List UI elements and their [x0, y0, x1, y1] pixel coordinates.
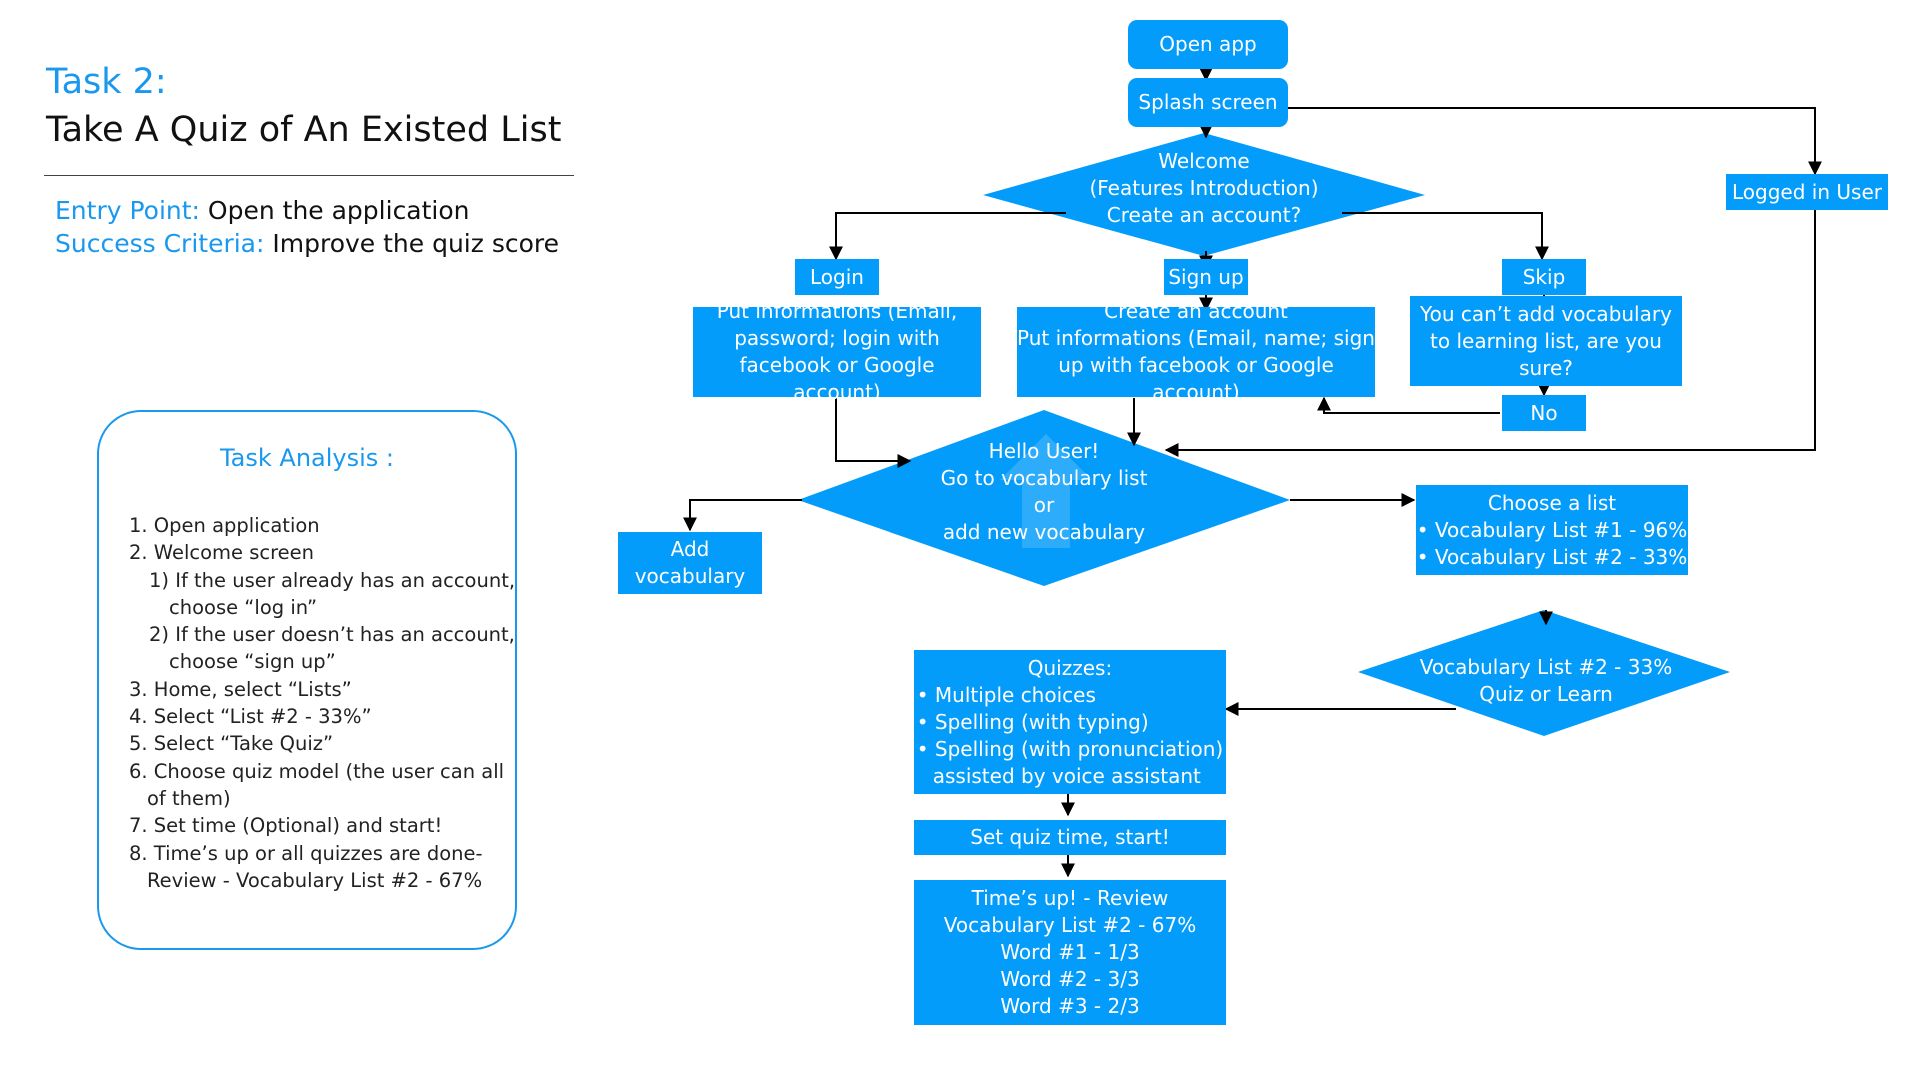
step-line: 2. Welcome screen [129, 541, 315, 565]
node-label: Quizzes: • Multiple choices • Spelling (… [917, 655, 1224, 790]
task-number: Task 2: [46, 62, 167, 102]
node-label: Hello User! [988, 439, 1100, 463]
node-label: • Vocabulary List #1 - 96% [1416, 517, 1688, 542]
no-node: No [1502, 395, 1586, 431]
node-label: Quizzes: [1027, 655, 1113, 680]
hello-diamond [798, 410, 1290, 586]
node-label: Go to vocabulary list [940, 466, 1148, 490]
arrow-hello-add [683, 499, 802, 532]
signup-info-node: Create an account Put informations (Emai… [1017, 299, 1375, 404]
skip-warning-node: You can’t add vocabulary to learning lis… [1410, 296, 1682, 386]
step-line: 6. Choose quiz model (the user can all [129, 759, 505, 783]
node-label: Choose a list [1487, 490, 1617, 515]
signup-node: Sign up [1164, 259, 1248, 295]
node-label: Logged in User [1732, 179, 1882, 204]
node-label: You can’t add vocabulary [1420, 301, 1672, 326]
step-line: Review - Vocabulary List #2 - 67% [147, 868, 483, 892]
node-label: • Spelling (with typing) [916, 709, 1149, 734]
step-line: 1. Open application [129, 514, 320, 537]
welcome-diamond [983, 133, 1425, 256]
step-line: choose “sign up” [169, 650, 336, 674]
hello-user-text: Hello User! Go to vocabulary list or add… [844, 438, 1244, 546]
step-line: 7. Set time (Optional) and start! [129, 814, 443, 838]
logged-in-user-node: Logged in User [1726, 174, 1888, 210]
success-criteria: Success Criteria: Improve the quiz score [55, 229, 559, 258]
arrow-login-hello [835, 395, 912, 468]
node-label: Add [670, 537, 710, 561]
welcome-text: Welcome (Features Introduction) Create a… [1004, 148, 1404, 229]
node-label: Put informations (Email, [716, 299, 958, 323]
entry-point-value: Open the application [207, 196, 470, 225]
node-label: up with facebook or Google account) [1058, 353, 1334, 404]
task-analysis-title: Task Analysis : [219, 444, 395, 472]
node-label: to learning list, are you [1430, 328, 1662, 353]
node-label: facebook or Google account) [739, 353, 935, 404]
step-line: 5. Select “Take Quiz” [129, 732, 334, 756]
add-vocabulary-node: Add vocabulary [618, 532, 762, 594]
node-label: Word #3 - 2/3 [1000, 994, 1140, 1018]
node-label: Vocabulary List #2 - 33% [1419, 655, 1673, 679]
success-criteria-value: Improve the quiz score [272, 229, 559, 258]
step-line: choose “log in” [169, 595, 318, 619]
entry-point-label: Entry Point: [55, 196, 200, 225]
node-label: vocabulary [634, 564, 746, 588]
task-analysis-panel: Task Analysis : 1. Open application 2. W… [97, 410, 517, 950]
node-label: Create an account [1104, 299, 1288, 323]
home-arrow-icon [1000, 434, 1092, 548]
step-line: of them) [147, 786, 231, 810]
step-line: 3. Home, select “Lists” [129, 677, 352, 701]
node-label: Put informations (Email, name; sign [1017, 326, 1375, 350]
arrow-logged-hello [1164, 208, 1816, 457]
node-label: add new vocabulary [942, 520, 1146, 544]
node-label: Set quiz time, start! [970, 825, 1170, 849]
node-label: Splash screen [1138, 90, 1278, 114]
node-label: (Features Introduction) [1089, 176, 1319, 200]
step-line: 2) If the user doesn’t has an account, [149, 623, 515, 647]
node-label: Skip [1522, 264, 1566, 289]
login-info-node: Put informations (Email, password; login… [693, 299, 981, 404]
node-label: Word #2 - 3/3 [1000, 967, 1140, 991]
node-label: Sign up [1168, 264, 1244, 289]
node-label: Open app [1159, 32, 1257, 56]
node-label: Time’s up! - Review [971, 886, 1169, 910]
arrow-no-create [1317, 396, 1500, 414]
step-line: 4. Select “List #2 - 33%” [129, 705, 372, 729]
node-label: Word #1 - 1/3 [1000, 940, 1140, 964]
review-node: Time’s up! - Review Vocabulary List #2 -… [914, 880, 1226, 1025]
step-line: 8. Time’s up or all quizzes are done- [129, 841, 483, 865]
set-quiz-time-node: Set quiz time, start! [914, 820, 1226, 855]
arrow-welcome-login [829, 212, 1066, 261]
arrow-welcome-skip [1342, 212, 1549, 261]
quiz-or-learn-text: Vocabulary List #2 - 33% Quiz or Learn [1370, 654, 1722, 708]
node-label: No [1530, 400, 1558, 425]
step-line: 1) If the user already has an account, [149, 568, 516, 592]
arrow-splash-logged [1288, 107, 1822, 176]
choose-list-node: Choose a list • Vocabulary List #1 - 96%… [1416, 485, 1688, 575]
entry-point: Entry Point: Open the application [55, 196, 470, 225]
node-label: sure? [1519, 355, 1573, 380]
node-label: Quiz or Learn [1479, 682, 1613, 706]
node-label: • Multiple choices [916, 682, 1096, 707]
success-criteria-label: Success Criteria: [55, 229, 265, 258]
node-label: or [1033, 493, 1055, 517]
skip-node: Skip [1502, 259, 1586, 295]
node-label: Vocabulary List #2 - 67% [943, 913, 1197, 937]
open-app-node: Open app [1128, 20, 1288, 69]
header-divider [44, 175, 574, 176]
node-label: Create an account? [1106, 203, 1302, 227]
node-label: • Vocabulary List #2 - 33% [1416, 544, 1688, 569]
quizzes-node: Quizzes: • Multiple choices • Spelling (… [914, 650, 1226, 794]
node-label: Login [810, 264, 864, 289]
task-analysis-steps: 1. Open application 2. Welcome screen 1)… [129, 512, 516, 894]
node-label: Welcome [1158, 149, 1250, 173]
node-label: password; login with [734, 326, 940, 350]
task-title: Take A Quiz of An Existed List [46, 110, 562, 150]
node-label: • Spelling (with pronunciation) [916, 736, 1224, 761]
quiz-or-learn-diamond [1358, 610, 1730, 736]
login-node: Login [795, 259, 879, 295]
node-label: assisted by voice assistant [932, 763, 1201, 788]
splash-screen-node: Splash screen [1128, 78, 1288, 127]
